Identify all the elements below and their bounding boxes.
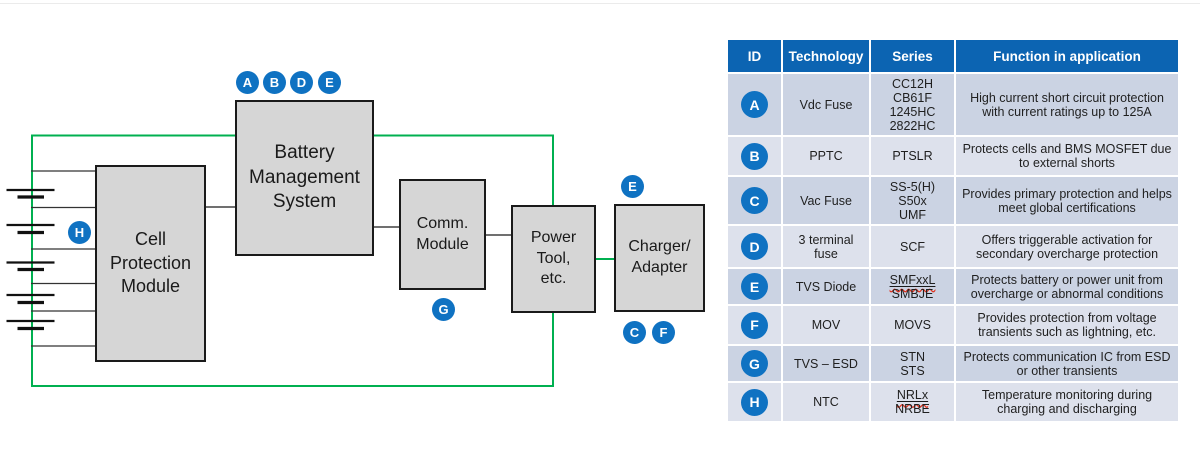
id-cell: F xyxy=(728,306,781,344)
power-tool-block: Power Tool, etc. xyxy=(511,205,596,313)
series-name: SCF xyxy=(900,239,925,254)
technology-cell: Vac Fuse xyxy=(783,177,869,224)
function-cell: Temperature monitoring during charging a… xyxy=(956,383,1178,421)
technology-cell: Vdc Fuse xyxy=(783,74,869,135)
id-badge-f: F xyxy=(741,311,768,339)
badge-f: F xyxy=(652,321,675,344)
battery-management-system-block: Battery Management System xyxy=(235,100,374,256)
series-name-underlined: SMFxxL xyxy=(889,272,936,287)
id-cell: G xyxy=(728,346,781,381)
function-cell: Protects battery or power unit from over… xyxy=(956,269,1178,304)
charger-adapter-block: Charger/ Adapter xyxy=(614,204,705,312)
series-name: STN xyxy=(900,349,925,364)
series-name: S50x xyxy=(898,193,927,208)
series-name: UMF xyxy=(898,207,927,222)
badge-g: G xyxy=(432,298,455,321)
technology-cell: 3 terminal fuse xyxy=(783,226,869,267)
id-badge-g: G xyxy=(741,350,768,377)
badge-h: H xyxy=(68,221,91,244)
series-name: CB61F xyxy=(893,90,932,105)
badge-c: C xyxy=(623,321,646,344)
technology-cell: TVS Diode xyxy=(783,269,869,304)
series-name: CC12H xyxy=(892,76,933,91)
series-name: STS xyxy=(900,363,925,378)
spec-row-f: F MOV MOVS Provides protection from voltage… xyxy=(728,306,1178,344)
id-cell: E xyxy=(728,269,781,304)
series-name: NRBE xyxy=(895,402,930,416)
col-header-function-in-application: Function in application xyxy=(956,40,1178,72)
id-cell: D xyxy=(728,226,781,267)
function-cell: Protects cells and BMS MOSFET due to ext… xyxy=(956,137,1178,175)
function-cell: High current short circuit protection wi… xyxy=(956,74,1178,135)
spec-row-b: B PPTC PTSLR Protects cells and BMS MOSFET … xyxy=(728,137,1178,175)
green-power-loop-wire xyxy=(31,134,554,387)
id-cell: A xyxy=(728,74,781,135)
series-name: SS-5(H) xyxy=(889,179,936,194)
circuit-wires-graphic xyxy=(6,134,614,387)
id-badge-e: E xyxy=(741,273,768,300)
id-cell: H xyxy=(728,383,781,421)
badge-e-charger: E xyxy=(621,175,644,198)
series-name: PTSLR xyxy=(892,149,933,163)
signal-connector-wires xyxy=(206,206,511,236)
application-block-diagram: Cell Protection Module Battery Managemen… xyxy=(6,71,705,387)
technology-cell: TVS – ESD xyxy=(783,346,869,381)
function-cell: Offers triggerable activation for second… xyxy=(956,226,1178,267)
cell-tap-wires xyxy=(31,170,95,347)
top-divider xyxy=(0,3,1200,4)
series-name: SMBJE xyxy=(891,286,934,301)
id-badge-a: A xyxy=(741,91,768,118)
series-name-underlined: NRLx xyxy=(896,388,929,402)
badge-e-bms: E xyxy=(318,71,341,94)
cell-protection-module-block: Cell Protection Module xyxy=(95,165,206,362)
technology-cell: MOV xyxy=(783,306,869,344)
id-badge-b: B xyxy=(741,142,768,170)
badge-a: A xyxy=(236,71,259,94)
id-cell: B xyxy=(728,137,781,175)
id-cell: C xyxy=(728,177,781,224)
id-badge-c: C xyxy=(741,187,768,214)
comm-module-block: Comm. Module xyxy=(399,179,486,290)
badge-b: B xyxy=(263,71,286,94)
badge-d: D xyxy=(290,71,313,94)
series-name: 2822HC xyxy=(889,118,936,133)
id-badge-h: H xyxy=(741,388,768,416)
id-badge-d: D xyxy=(741,233,768,260)
col-header-id: ID xyxy=(728,40,781,72)
series-cell: MOVS xyxy=(871,306,954,344)
series-cell: PTSLR xyxy=(871,137,954,175)
battery-cells-icon xyxy=(6,188,55,331)
function-cell: Provides protection from voltage transie… xyxy=(956,306,1178,344)
series-name: MOVS xyxy=(894,318,931,332)
series-cell: SCF xyxy=(871,226,954,267)
function-cell: Provides primary protection and helps me… xyxy=(956,177,1178,224)
col-header-technology: Technology xyxy=(783,40,869,72)
spec-row-d: D 3 terminal fuse SCF Offers triggerable ac… xyxy=(728,226,1178,267)
technology-cell: PPTC xyxy=(783,137,869,175)
function-cell: Protects communication IC from ESD or ot… xyxy=(956,346,1178,381)
series-name: 1245HC xyxy=(889,104,936,119)
technology-cell: NTC xyxy=(783,383,869,421)
col-header-series: Series xyxy=(871,40,954,72)
